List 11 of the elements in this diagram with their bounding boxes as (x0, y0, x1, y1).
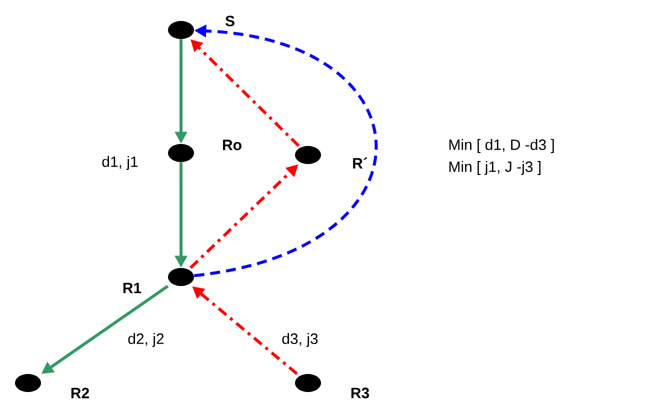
node-label: R3 (351, 388, 370, 398)
formula-text: Min [ j1, J -j3 ] (449, 161, 540, 175)
edge-label: d2, j2 (126, 332, 166, 348)
formula-text: Min [ d1, D -d3 ] (449, 139, 554, 153)
node-label: R1 (123, 282, 142, 294)
edge-label: d3, j3 (280, 332, 320, 348)
node-label: S (225, 16, 234, 26)
node-label: Ro (223, 140, 242, 150)
node-label: R´ (353, 158, 368, 169)
node-label: R2 (71, 388, 89, 398)
edge-label: d1, j1 (100, 155, 140, 171)
